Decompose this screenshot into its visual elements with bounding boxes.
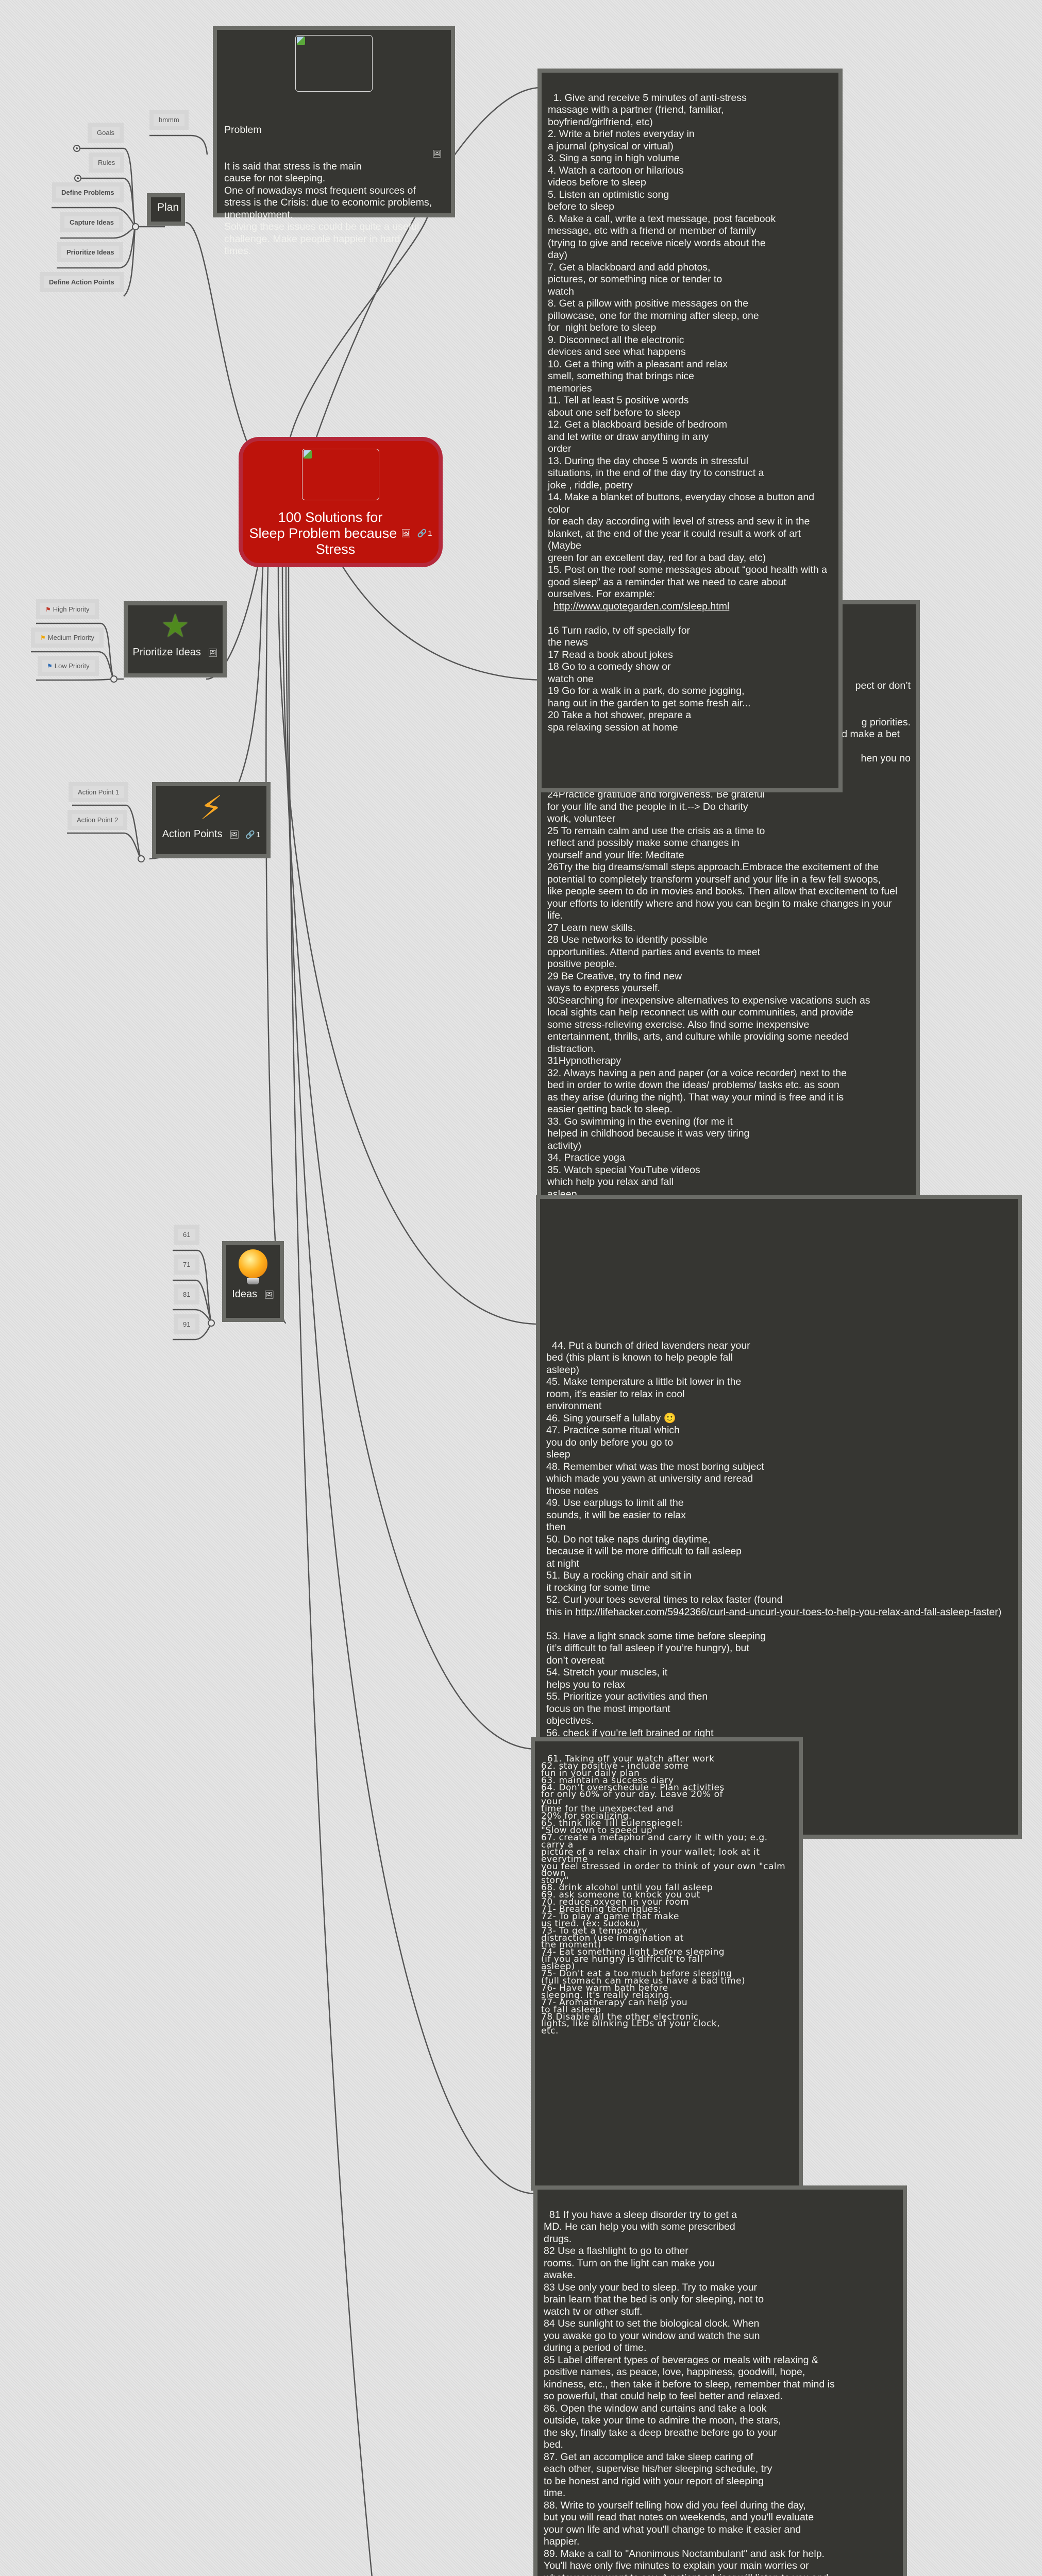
problem-image-placeholder bbox=[295, 35, 373, 92]
action-points-collapse-toggle[interactable] bbox=[138, 855, 145, 862]
prioritize-label-row: Prioritize Ideas 🖼 bbox=[128, 647, 223, 658]
orange-flag-icon: ⚑ bbox=[40, 634, 46, 641]
ideas-child-61[interactable]: 61 bbox=[174, 1225, 200, 1245]
central-title-line-2-row: Sleep Problem because 🖼 🔗1 bbox=[243, 526, 439, 541]
image-icon[interactable]: 🖼 bbox=[264, 1291, 274, 1299]
central-meta-icons: 🖼 🔗1 bbox=[397, 526, 432, 541]
link-icon[interactable]: 🔗1 bbox=[245, 831, 261, 839]
blue-flag-icon: ⚑ bbox=[47, 663, 53, 670]
link-count: 1 bbox=[256, 831, 261, 839]
problem-title: Problem bbox=[224, 124, 262, 135]
prioritize-label: Prioritize Ideas bbox=[132, 647, 201, 658]
central-image-placeholder bbox=[302, 449, 379, 500]
image-icon[interactable]: 🖼 bbox=[229, 831, 240, 839]
central-topic-node[interactable]: 100 Solutions for Sleep Problem because … bbox=[239, 437, 443, 567]
lifehacker-link[interactable]: http://lifehacker.com/5942366/curl-and-u… bbox=[575, 1606, 1002, 1618]
priority-low[interactable]: ⚑Low Priority bbox=[38, 656, 99, 676]
plan-child-define-problems[interactable]: Define Problems bbox=[52, 182, 124, 202]
ideas-81-100-note[interactable]: 81 If you have a sleep disorder try to g… bbox=[533, 2185, 907, 2576]
plan-child-prioritize-ideas[interactable]: Prioritize Ideas bbox=[57, 242, 124, 262]
central-title-line-1: 100 Solutions for bbox=[278, 510, 383, 525]
plan-child-capture-ideas[interactable]: Capture Ideas bbox=[60, 212, 123, 232]
capture-ideas-label: Capture Ideas bbox=[70, 218, 114, 226]
define-action-points-label: Define Action Points bbox=[49, 278, 114, 286]
central-title-line-2: Sleep Problem because bbox=[249, 526, 397, 541]
priority-medium[interactable]: ⚑Medium Priority bbox=[31, 628, 104, 648]
lightbulb-base bbox=[247, 1278, 259, 1284]
prioritize-collapse-toggle[interactable] bbox=[110, 675, 117, 683]
ideas-44-56-note[interactable]: 44. Put a bunch of dried lavenders near … bbox=[536, 1195, 1022, 1839]
ideas-node[interactable]: Ideas 🖼 bbox=[222, 1241, 284, 1322]
ideas-child-label: 81 bbox=[183, 1291, 191, 1298]
problem-node[interactable]: Problem It is said that stress is the ma… bbox=[213, 26, 455, 257]
prioritize-ideas-node[interactable]: ★ Prioritize Ideas 🖼 bbox=[124, 601, 227, 677]
fragment: g priorities. bbox=[861, 716, 911, 728]
action-point-1-label: Action Point 1 bbox=[78, 788, 120, 796]
ideas-label: Ideas bbox=[232, 1289, 258, 1300]
lightning-icon: ⚡ bbox=[199, 789, 223, 826]
broken-image-icon bbox=[297, 37, 305, 45]
plan-collapse-toggle[interactable] bbox=[132, 223, 139, 230]
ideas-child-label: 71 bbox=[183, 1261, 191, 1268]
ideas-child-71[interactable]: 71 bbox=[174, 1255, 200, 1275]
fragment: pect or don’t bbox=[855, 680, 911, 691]
hmmm-leaf[interactable]: hmmm bbox=[149, 110, 189, 130]
link-icon[interactable]: 🔗1 bbox=[417, 529, 432, 538]
note-text: 81 If you have a sleep disorder try to g… bbox=[544, 2209, 835, 2576]
plan-node[interactable]: Plan bbox=[147, 193, 185, 226]
note-text: longer have a crisis. Create a list of g… bbox=[547, 728, 900, 1315]
central-title: 100 Solutions for Sleep Problem because … bbox=[243, 510, 439, 557]
image-icon[interactable]: 🖼 bbox=[208, 649, 218, 657]
note-text-continued: 16 Turn radio, tv off specially for the … bbox=[548, 624, 751, 733]
link-count: 1 bbox=[428, 529, 432, 538]
high-priority-label: High Priority bbox=[53, 605, 90, 613]
action-points-node[interactable]: ⚡ Action Points 🖼 🔗1 bbox=[152, 782, 271, 858]
rules-label: Rules bbox=[98, 159, 115, 166]
fragment: hen you no bbox=[861, 753, 911, 764]
ideas-child-81[interactable]: 81 bbox=[174, 1284, 200, 1304]
problem-body: It is said that stress is the main cause… bbox=[224, 160, 432, 257]
ideas-collapse-toggle[interactable] bbox=[208, 1319, 215, 1327]
ideas-child-label: 91 bbox=[183, 1320, 191, 1328]
ideas-1-20-note[interactable]: 1. Give and receive 5 minutes of anti-st… bbox=[537, 69, 843, 792]
prioritize-ideas-label: Prioritize Ideas bbox=[66, 248, 114, 256]
ideas-child-91[interactable]: 91 bbox=[174, 1314, 200, 1334]
note-text: 61. Taking off your watch after work 62.… bbox=[541, 1753, 786, 2037]
image-icon[interactable]: 🖼 bbox=[432, 149, 442, 158]
ideas-61-78-note[interactable]: 61. Taking off your watch after work 62.… bbox=[531, 1737, 803, 2191]
rules-target-icon[interactable] bbox=[74, 175, 81, 182]
prioritize-meta: 🖼 bbox=[204, 649, 217, 657]
action-points-meta: 🖼 🔗1 bbox=[225, 831, 260, 839]
action-points-label: Action Points bbox=[162, 828, 223, 840]
define-problems-label: Define Problems bbox=[61, 189, 114, 196]
note-text: 1. Give and receive 5 minutes of anti-st… bbox=[548, 92, 828, 600]
quotegarden-link[interactable]: http://www.quotegarden.com/sleep.html bbox=[553, 600, 730, 612]
central-title-line-3: Stress bbox=[315, 541, 356, 557]
star-icon: ★ bbox=[161, 608, 190, 644]
note-text: 44. Put a bunch of dried lavenders near … bbox=[546, 1340, 783, 1618]
plan-child-define-action-points[interactable]: Define Action Points bbox=[40, 272, 124, 292]
broken-image-icon bbox=[304, 450, 312, 459]
ideas-label-row: Ideas 🖼 bbox=[226, 1289, 280, 1300]
medium-priority-label: Medium Priority bbox=[47, 634, 95, 641]
ideas-child-label: 61 bbox=[183, 1231, 191, 1239]
lightbulb-icon bbox=[239, 1249, 267, 1278]
goals-target-icon[interactable] bbox=[73, 145, 80, 152]
goals-label: Goals bbox=[97, 129, 114, 137]
action-point-2-label: Action Point 2 bbox=[77, 816, 119, 824]
action-points-label-row: Action Points 🖼 🔗1 bbox=[156, 828, 266, 840]
hmmm-label: hmmm bbox=[159, 116, 179, 124]
action-point-2[interactable]: Action Point 2 bbox=[68, 810, 128, 830]
plan-child-goals[interactable]: Goals bbox=[88, 123, 124, 143]
priority-high[interactable]: ⚑High Priority bbox=[36, 599, 99, 619]
plan-child-rules[interactable]: Rules bbox=[89, 152, 125, 173]
action-point-1[interactable]: Action Point 1 bbox=[69, 782, 129, 802]
partially-hidden-fragments: pect or don’t g priorities. hen you no bbox=[855, 656, 911, 789]
plan-label: Plan bbox=[157, 201, 179, 213]
ideas-meta: 🖼 bbox=[260, 1291, 274, 1299]
red-flag-icon: ⚑ bbox=[45, 606, 51, 613]
image-icon[interactable]: 🖼 bbox=[401, 529, 411, 538]
low-priority-label: Low Priority bbox=[54, 662, 90, 670]
